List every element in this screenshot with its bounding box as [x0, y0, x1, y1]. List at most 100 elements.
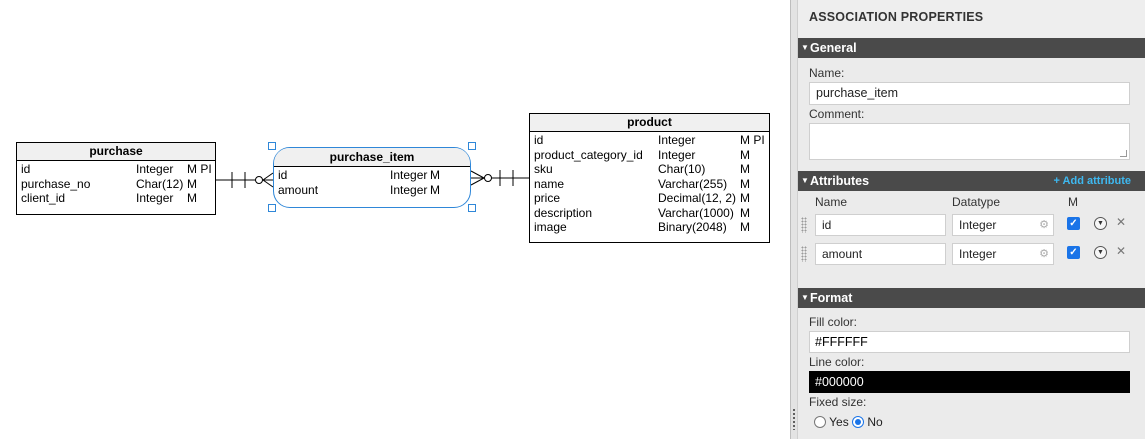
attribute-type: Char(10) — [658, 162, 706, 176]
attribute-type: Integer — [136, 162, 174, 176]
attribute-type: Char(12) — [136, 176, 184, 191]
mandatory-checkbox[interactable]: ✓ — [1067, 246, 1080, 259]
collapse-triangle-icon[interactable]: ▼ — [801, 176, 809, 185]
column-header-datatype: Datatype — [952, 195, 1001, 209]
fixed-size-yes-radio[interactable] — [814, 416, 826, 428]
attribute-flags: M — [740, 205, 750, 220]
collapse-triangle-icon[interactable]: ▼ — [801, 43, 809, 52]
attribute-flags: M — [740, 191, 750, 205]
attribute-type: Integer — [390, 182, 428, 197]
mandatory-checkbox[interactable]: ✓ — [1067, 217, 1080, 230]
crowfoot-mark — [262, 172, 274, 181]
association-title: purchase_item — [274, 148, 470, 167]
attribute-name: id — [21, 162, 31, 176]
line-color-input[interactable]: #000000 — [809, 371, 1130, 393]
fixed-size-label: Fixed size: — [809, 395, 867, 409]
name-input[interactable]: purchase_item — [809, 82, 1130, 105]
entity-attribute-row: price Decimal(12, 2) M — [534, 191, 765, 206]
entity-title: product — [530, 114, 769, 132]
attributes-table: Name Datatype M id Integer ⚙ ✓ ▼ ✕ amoun… — [798, 191, 1145, 288]
options-chevron-icon[interactable]: ▼ — [1094, 217, 1107, 230]
section-general-header[interactable]: ▼ General — [798, 38, 1145, 58]
entity-product[interactable]: product id Integer M PI product_category… — [529, 113, 770, 243]
section-general-label: General — [810, 41, 857, 55]
resize-grip-icon[interactable] — [1120, 150, 1127, 157]
delete-attribute-icon[interactable]: ✕ — [1116, 215, 1127, 229]
entity-attribute-row: name Varchar(255) M — [534, 177, 765, 192]
gear-icon[interactable]: ⚙ — [1039, 219, 1049, 231]
section-format-header[interactable]: ▼ Format — [798, 288, 1145, 308]
attribute-type: Integer — [136, 191, 174, 205]
association-attribute-row: amount Integer M — [278, 183, 466, 198]
drag-handle-icon[interactable] — [801, 217, 807, 233]
attribute-name: sku — [534, 162, 553, 176]
entity-attribute-row: client_id Integer M — [21, 191, 211, 206]
add-attribute-button[interactable]: + Add attribute — [1053, 175, 1131, 187]
datatype-value: Integer — [959, 218, 997, 232]
panel-title: ASSOCIATION PROPERTIES — [798, 0, 1145, 38]
name-label: Name: — [809, 66, 845, 80]
resize-handle-sw[interactable] — [268, 204, 276, 212]
section-format-label: Format — [810, 291, 853, 305]
fixed-size-no-radio[interactable] — [852, 416, 865, 428]
attribute-name-input[interactable]: amount — [815, 243, 946, 265]
attribute-flags: M PI — [740, 133, 765, 147]
resize-handle-se[interactable] — [468, 204, 476, 212]
attribute-flags: M PI — [187, 162, 212, 176]
attribute-flags: M — [740, 176, 750, 191]
entity-attribute-row: description Varchar(1000) M — [534, 206, 765, 221]
entity-attribute-row: purchase_no Char(12) M — [21, 177, 211, 192]
relationship-lines — [216, 170, 529, 188]
attribute-type: Integer — [390, 168, 428, 182]
attribute-type: Integer — [658, 147, 696, 162]
attribute-datatype-select[interactable]: Integer ⚙ — [952, 214, 1054, 236]
attribute-flags: M — [430, 182, 440, 197]
attribute-name: amount — [278, 182, 319, 197]
cardinality-zero-mark — [484, 174, 492, 182]
association-attribute-row: id Integer M — [278, 168, 466, 183]
attribute-name: image — [534, 220, 567, 234]
attribute-name: id — [534, 133, 544, 147]
attribute-type: Varchar(1000) — [658, 205, 734, 220]
attribute-type: Binary(2048) — [658, 220, 727, 234]
entity-purchase[interactable]: purchase id Integer M PI purchase_no Cha… — [16, 142, 216, 215]
delete-attribute-icon[interactable]: ✕ — [1116, 244, 1127, 258]
entity-attribute-row: id Integer M PI — [21, 162, 212, 177]
drag-handle-icon[interactable] — [801, 246, 807, 262]
resize-handle-ne[interactable] — [468, 142, 476, 150]
attribute-name: product_category_id — [534, 147, 643, 162]
attribute-datatype-select[interactable]: Integer ⚙ — [952, 243, 1054, 265]
panel-splitter[interactable] — [790, 0, 798, 439]
fixed-size-yes-label[interactable]: Yes — [829, 415, 849, 429]
attribute-name-input[interactable]: id — [815, 214, 946, 236]
attribute-type: Decimal(12, 2) — [658, 191, 737, 205]
attribute-name: price — [534, 191, 561, 205]
column-header-name: Name — [815, 195, 848, 209]
line-color-label: Line color: — [809, 355, 865, 369]
attribute-flags: M — [740, 162, 750, 176]
crowfoot-mark — [470, 177, 485, 186]
splitter-grip-icon[interactable] — [792, 408, 796, 430]
fixed-size-no-label[interactable]: No — [867, 415, 883, 429]
resize-handle-nw[interactable] — [268, 142, 276, 150]
section-attributes-header[interactable]: ▼ Attributes + Add attribute — [798, 171, 1145, 191]
gear-icon[interactable]: ⚙ — [1039, 248, 1049, 260]
crowfoot-mark — [470, 170, 485, 179]
attribute-name: id — [278, 168, 288, 182]
attribute-flags: M — [430, 168, 440, 182]
section-attributes-label: Attributes — [810, 174, 870, 188]
comment-input[interactable] — [809, 123, 1130, 160]
fill-color-input[interactable]: #FFFFFF — [809, 331, 1130, 353]
diagram-canvas[interactable]: purchase id Integer M PI purchase_no Cha… — [0, 0, 790, 439]
entity-attribute-row: id Integer M PI — [534, 133, 765, 148]
attribute-flags: M — [187, 176, 197, 191]
collapse-triangle-icon[interactable]: ▼ — [801, 293, 809, 302]
datatype-value: Integer — [959, 247, 997, 261]
attribute-flags: M — [740, 220, 750, 234]
options-chevron-icon[interactable]: ▼ — [1094, 246, 1107, 259]
attribute-flags: M — [187, 191, 197, 205]
attribute-name: description — [534, 205, 593, 220]
fill-color-label: Fill color: — [809, 315, 858, 329]
entity-attribute-row: sku Char(10) M — [534, 162, 765, 177]
association-purchase-item[interactable]: purchase_item id Integer M amount Intege… — [273, 147, 471, 208]
